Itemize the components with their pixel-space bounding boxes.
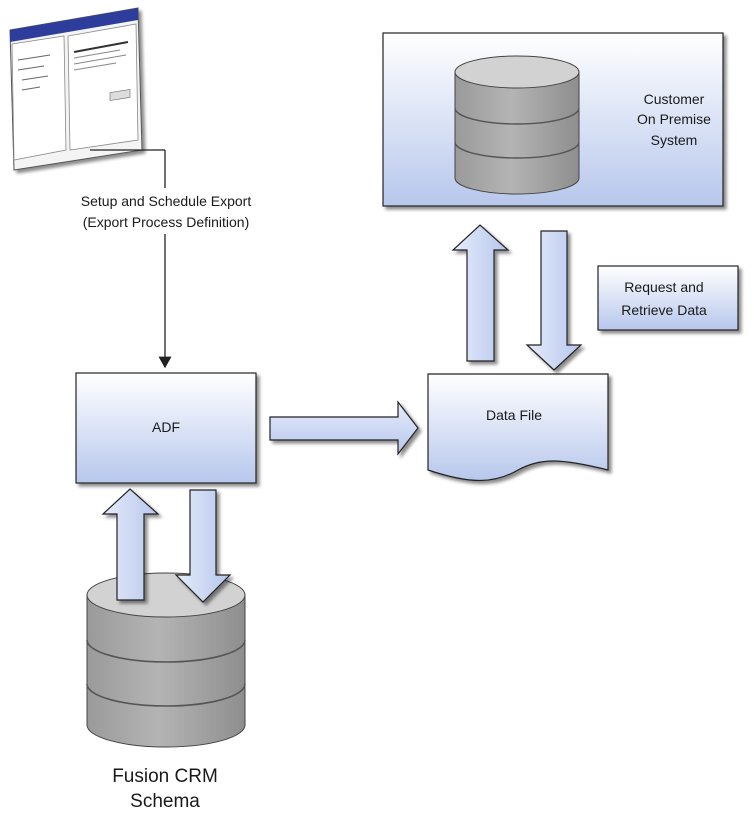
setup-connector <box>90 149 172 369</box>
adf-node: ADF <box>75 372 257 484</box>
upload-arrow <box>451 224 510 362</box>
fusion-crm-database <box>86 572 246 748</box>
setup-label-line1: Setup and Schedule Export <box>81 193 252 209</box>
adf-to-datafile-arrow <box>269 400 419 456</box>
download-arrow <box>525 230 583 371</box>
request-label-line2: Retrieve Data <box>621 302 707 318</box>
customer-system-node: Customer On Premise System <box>382 32 724 207</box>
data-file-node: Data File <box>427 373 609 482</box>
adf-to-db-arrow <box>174 489 232 603</box>
computer-screen-icon <box>9 7 143 171</box>
customer-label-line1: Customer <box>644 91 705 107</box>
customer-label-line3: System <box>651 132 698 148</box>
fusion-label-line1: Fusion CRM <box>112 766 218 787</box>
customer-database-icon <box>454 55 580 195</box>
setup-export-label: Setup and Schedule Export (Export Proces… <box>55 188 277 234</box>
fusion-label-line2: Schema <box>130 791 200 812</box>
customer-label-line2: On Premise <box>637 111 711 127</box>
request-retrieve-label: Request and Retrieve Data <box>597 265 739 331</box>
request-label-line1: Request and <box>624 279 703 295</box>
data-file-label: Data File <box>486 407 542 423</box>
db-to-adf-arrow <box>101 488 160 601</box>
setup-label-line2: (Export Process Definition) <box>83 214 250 230</box>
adf-label: ADF <box>152 419 180 435</box>
